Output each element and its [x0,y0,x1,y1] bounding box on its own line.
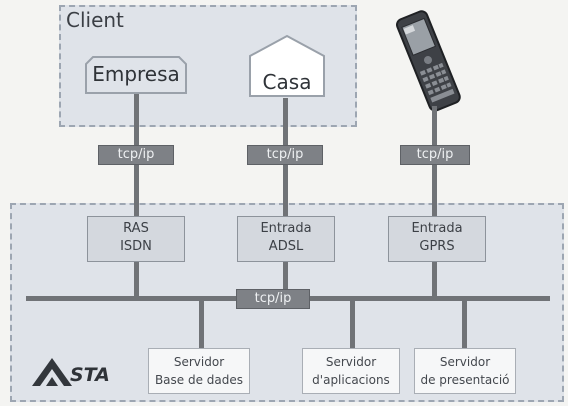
connector-server-pres [462,300,467,350]
sta-logo-text: STA [70,364,110,386]
connector-gprs-backbone [432,262,437,298]
office-building-icon [85,56,187,94]
backbone-tag: tcp/ip [236,289,310,309]
site-label-casa: Casa [262,70,312,94]
server-line1: Servidor [439,355,491,369]
server-presentation: Servidor de presentació [414,348,516,394]
connector-ras-backbone [134,262,139,298]
gateway-line1: Entrada [260,221,312,236]
sta-logo-icon [32,358,72,386]
server-line2: d'aplicacions [312,373,390,387]
connector-server-db [199,300,204,350]
server-line2: de presentació [420,373,510,387]
server-line1: Servidor [173,355,225,369]
gateway-line2: ADSL [268,239,304,254]
gateway-adsl: Entrada ADSL [237,216,335,262]
client-title: Client [66,8,124,32]
server-line2: Base de dades [154,373,244,387]
connector-server-app [350,300,355,350]
pda-phone-icon [395,10,461,112]
gateway-line1: RAS [123,221,149,236]
link-tag-casa: tcp/ip [247,145,323,165]
house-icon [249,34,325,97]
gateway-gprs: Entrada GPRS [388,216,486,262]
gateway-line2: ISDN [120,239,152,254]
gateway-ras-isdn: RAS ISDN [87,216,185,262]
server-database: Servidor Base de dades [148,348,250,394]
gateway-line2: GPRS [419,239,455,254]
server-applications: Servidor d'aplicacions [302,348,400,394]
connector-adsl-backbone [283,262,288,298]
site-label-empresa: Empresa [92,62,180,86]
link-tag-pda: tcp/ip [400,145,470,165]
server-line1: Servidor [325,355,377,369]
gateway-line1: Entrada [411,221,463,236]
link-tag-empresa: tcp/ip [98,145,174,165]
